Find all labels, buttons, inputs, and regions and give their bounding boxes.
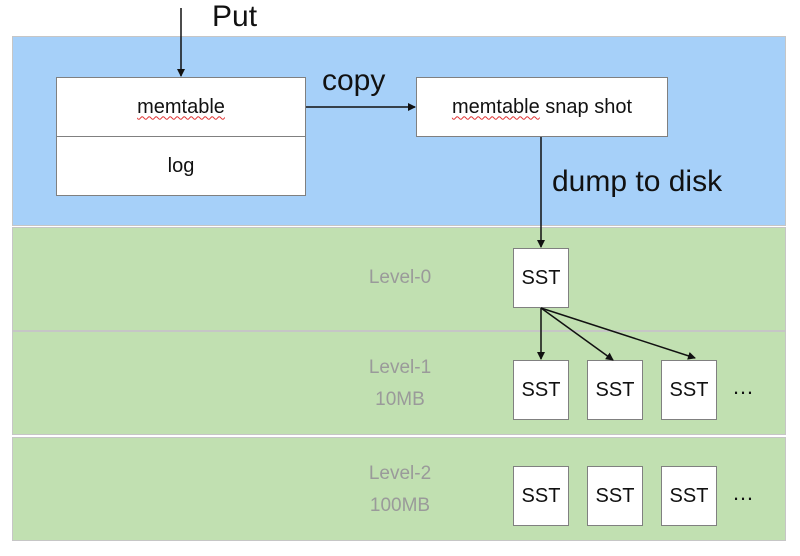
sst-level-2-c: SST <box>661 466 717 526</box>
sst-level-2-b: SST <box>587 466 643 526</box>
level-0-band <box>12 227 786 331</box>
level-1-ellipsis: … <box>732 374 755 399</box>
compaction-arrow-c <box>540 307 696 360</box>
log-box: log <box>56 136 306 196</box>
level-1-band <box>12 331 786 435</box>
sst-level-2-a: SST <box>513 466 569 526</box>
level-0-name: Level-0 <box>368 267 432 288</box>
level-1-name: Level-1 <box>368 357 432 378</box>
put-label: Put <box>212 0 258 33</box>
level-2-band <box>12 437 786 541</box>
level-2-size: 100MB <box>369 495 431 516</box>
sst-level-1-a: SST <box>513 360 569 420</box>
log-label: log <box>167 154 195 177</box>
level-0-label: Level-0 <box>340 262 460 294</box>
level-1-size: 10MB <box>375 389 425 410</box>
snapshot-label-word: memtable <box>451 95 540 118</box>
level-2-ellipsis: … <box>732 480 755 505</box>
memtable-box: memtable <box>56 77 306 137</box>
sst-level-0: SST <box>513 248 569 308</box>
compaction-arrow-b <box>540 307 614 361</box>
memtable-label: memtable <box>137 95 225 118</box>
level-2-name: Level-2 <box>368 463 432 484</box>
snapshot-box: memtable snap shot <box>416 77 668 137</box>
snapshot-label-rest: snap shot <box>539 95 633 118</box>
dump-to-disk-label: dump to disk <box>552 165 723 198</box>
level-2-label: Level-2 100MB <box>340 458 460 522</box>
sst-level-1-c: SST <box>661 360 717 420</box>
sst-level-1-b: SST <box>587 360 643 420</box>
level-1-label: Level-1 10MB <box>340 352 460 416</box>
copy-label: copy <box>322 64 386 97</box>
